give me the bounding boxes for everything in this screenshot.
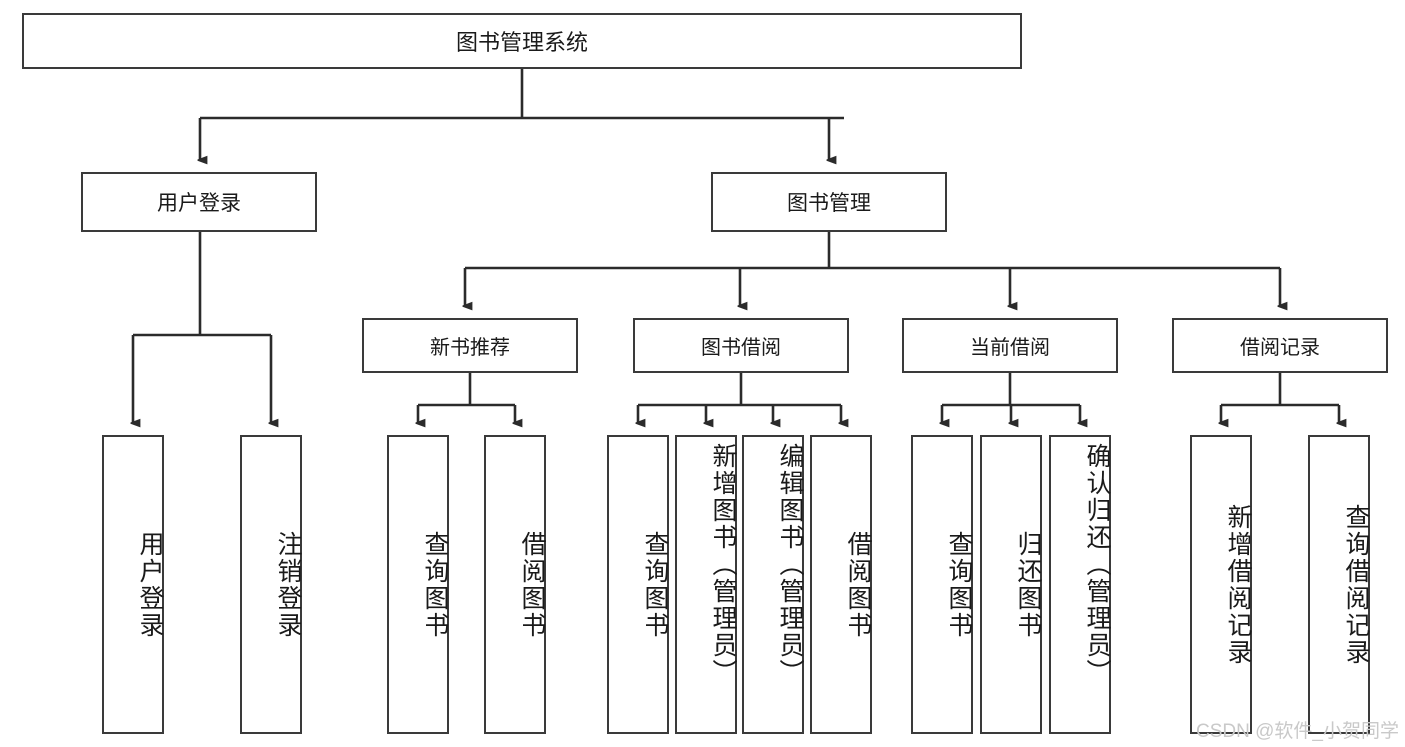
leaf-borrow-book-rec[interactable]: 借阅图书	[484, 435, 546, 734]
node-user-login-label: 用户登录	[157, 192, 241, 215]
node-book-borrow-label: 图书借阅	[701, 337, 781, 359]
leaf-edit-book[interactable]: 编辑图书（管理员）	[742, 435, 804, 734]
leaf-logout[interactable]: 注销登录	[240, 435, 302, 734]
node-current-borrow[interactable]: 当前借阅	[902, 318, 1118, 373]
node-book-manage-label: 图书管理	[787, 192, 871, 215]
node-root-label: 图书管理系统	[455, 30, 588, 55]
leaf-query-book-borrow[interactable]: 查询图书	[607, 435, 669, 734]
leaf-confirm-return-label: 确认归还（管理员）	[1083, 443, 1111, 686]
node-new-book-rec[interactable]: 新书推荐	[362, 318, 578, 373]
leaf-add-book[interactable]: 新增图书（管理员）	[675, 435, 737, 734]
node-current-borrow-label: 当前借阅	[970, 337, 1050, 359]
leaf-add-record-label: 新增借阅记录	[1224, 503, 1252, 666]
leaf-query-book-borrow-label: 查询图书	[641, 530, 669, 639]
leaf-add-book-label: 新增图书（管理员）	[709, 443, 737, 686]
node-root[interactable]: 图书管理系统	[22, 13, 1022, 69]
leaf-logout-label: 注销登录	[274, 530, 302, 639]
node-new-book-rec-label: 新书推荐	[430, 337, 510, 359]
leaf-confirm-return[interactable]: 确认归还（管理员）	[1049, 435, 1111, 734]
leaf-query-record[interactable]: 查询借阅记录	[1308, 435, 1370, 734]
leaf-query-book-rec[interactable]: 查询图书	[387, 435, 449, 734]
leaf-query-book-rec-label: 查询图书	[421, 530, 449, 639]
leaf-query-record-label: 查询借阅记录	[1342, 503, 1370, 666]
leaf-borrow-book-rec-label: 借阅图书	[518, 530, 546, 639]
leaf-borrow-book-label: 借阅图书	[844, 530, 872, 639]
node-book-borrow[interactable]: 图书借阅	[633, 318, 849, 373]
csdn-watermark: CSDN @软件_小贺同学	[1196, 721, 1399, 742]
node-borrow-record-label: 借阅记录	[1240, 337, 1320, 359]
node-book-manage[interactable]: 图书管理	[711, 172, 947, 232]
leaf-query-book-cur[interactable]: 查询图书	[911, 435, 973, 734]
leaf-return-book[interactable]: 归还图书	[980, 435, 1042, 734]
leaf-user-login-label: 用户登录	[136, 530, 164, 639]
leaf-edit-book-label: 编辑图书（管理员）	[776, 443, 804, 686]
leaf-user-login[interactable]: 用户登录	[102, 435, 164, 734]
leaf-query-book-cur-label: 查询图书	[945, 530, 973, 639]
leaf-borrow-book[interactable]: 借阅图书	[810, 435, 872, 734]
node-borrow-record[interactable]: 借阅记录	[1172, 318, 1388, 373]
node-user-login[interactable]: 用户登录	[81, 172, 317, 232]
leaf-return-book-label: 归还图书	[1014, 530, 1042, 639]
leaf-add-record[interactable]: 新增借阅记录	[1190, 435, 1252, 734]
